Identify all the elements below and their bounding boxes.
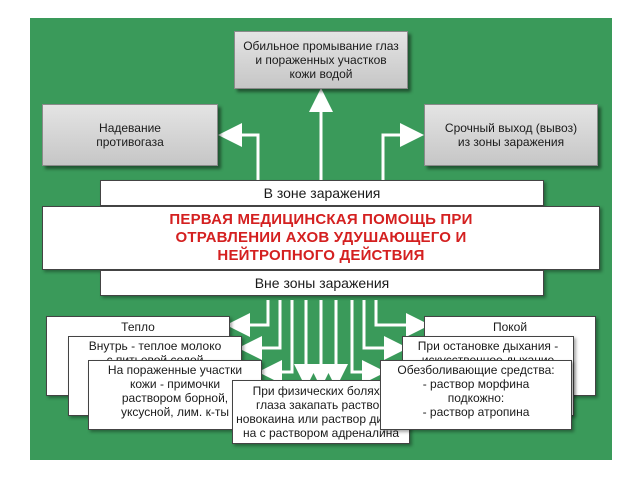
out-zone-band: Вне зоны заражения — [100, 270, 544, 296]
analgesics-box: Обезболивающие средства: - раствор морфи… — [380, 360, 572, 430]
arrow-to-warmth — [226, 300, 270, 337]
arrow-to-exit — [381, 123, 424, 180]
analgesics-label: Обезболивающие средства: - раствор морфи… — [397, 363, 555, 419]
exit-box: Срочный выход (вывоз) из зоны заражения — [424, 104, 598, 166]
arrow-to-analgesics — [350, 300, 386, 384]
warmth-label: Тепло — [121, 320, 155, 334]
arrow-to-milk — [238, 300, 282, 360]
gasmask-label: Надевание противогаза — [96, 121, 164, 149]
gasmask-box: Надевание противогаза — [42, 104, 218, 166]
skin-label: На пораженные участки кожи - примочки ра… — [107, 363, 243, 419]
out-zone-label: Вне зоны заражения — [254, 275, 390, 291]
in-zone-band: В зоне заражения — [100, 180, 544, 206]
rinse-label: Обильное промывание глаз и пораженных уч… — [243, 39, 399, 81]
arrow-to-gasmask — [218, 123, 260, 180]
arrow-to-rest — [374, 300, 430, 337]
rinse-box: Обильное промывание глаз и пораженных уч… — [234, 31, 408, 89]
arrow-to-breathing — [362, 300, 408, 360]
exit-label: Срочный выход (вывоз) из зоны заражения — [444, 121, 578, 149]
main-title-box: ПЕРВАЯ МЕДИЦИНСКАЯ ПОМОЩЬ ПРИ ОТРАВЛЕНИИ… — [42, 206, 600, 270]
arrow-to-skin — [258, 300, 294, 384]
rest-label: Покой — [492, 320, 528, 334]
in-zone-label: В зоне заражения — [263, 185, 381, 201]
main-title: ПЕРВАЯ МЕДИЦИНСКАЯ ПОМОЩЬ ПРИ ОТРАВЛЕНИИ… — [169, 211, 473, 264]
